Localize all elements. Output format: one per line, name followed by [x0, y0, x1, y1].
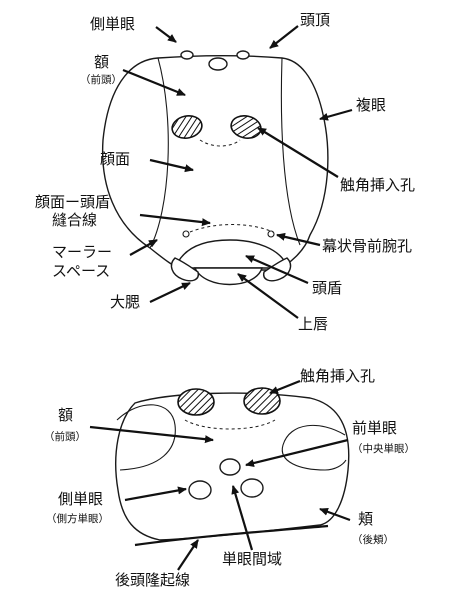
arrow-top-lateral-ocellus — [124, 486, 187, 502]
label-frons-sub: （前頭） — [80, 73, 122, 86]
label-malar-space-line2: スペース — [52, 262, 110, 280]
top-right-ocellus — [240, 478, 264, 498]
front-frons-dashline — [199, 139, 241, 147]
label-antennal-socket: 触角挿入孔 — [340, 176, 415, 194]
label-top-frons-sub: （前頭） — [44, 430, 86, 443]
arrow-top-occipital-carina — [177, 539, 199, 571]
front-left-mandible — [170, 257, 199, 282]
top-right-antennal-socket — [243, 387, 281, 415]
label-suture-line1: 顔面ー頭盾 — [35, 193, 110, 211]
arrow-top-antennal-socket — [269, 379, 301, 395]
arrow-top-gena — [319, 507, 351, 522]
top-occipital-carina — [134, 524, 329, 547]
label-top-interocellar-area: 単眼間域 — [222, 550, 282, 568]
front-labrum — [193, 267, 263, 286]
arrow-lateral-ocellus — [155, 26, 177, 43]
front-clypeal-suture — [189, 224, 274, 233]
front-right-ocellus — [236, 50, 250, 60]
arrow-top-frons — [89, 425, 214, 444]
label-top-lateral-ocellus: 側単眼 — [58, 490, 103, 508]
label-labrum: 上唇 — [298, 315, 328, 333]
arrow-top-interocellar-area — [231, 485, 254, 551]
label-vertex: 頭頂 — [300, 11, 330, 29]
front-right-eye — [280, 57, 301, 246]
arrow-mandible — [149, 282, 191, 303]
arrow-vertex — [269, 25, 299, 49]
front-left-ocellus — [180, 50, 194, 60]
front-arrows — [122, 25, 353, 319]
arrow-antennal-socket — [257, 127, 339, 178]
label-top-frons: 額 — [58, 406, 73, 424]
top-left-ocellus — [188, 480, 212, 500]
top-arrows — [89, 379, 351, 571]
front-left-eye — [149, 57, 169, 249]
arrow-clypeus — [245, 254, 309, 285]
top-left-antennal-socket — [177, 388, 215, 416]
label-top-lateral-ocellus-sub: （側方単眼） — [46, 512, 109, 525]
label-suture-line2: 縫合線 — [52, 211, 97, 229]
label-top-median-ocellus: 前単眼 — [352, 419, 397, 437]
top-view-head — [115, 387, 350, 547]
top-left-eye — [116, 404, 176, 471]
label-lateral-ocellus: 側単眼 — [90, 15, 135, 33]
label-mandible: 大腮 — [110, 293, 140, 311]
label-compound-eye: 複眼 — [356, 96, 386, 114]
arrow-compound-eye — [319, 108, 353, 121]
arrow-face — [149, 158, 194, 173]
top-right-eye — [281, 424, 347, 471]
arrow-top-median-ocellus — [245, 438, 349, 467]
front-view-head — [101, 50, 329, 286]
front-median-ocellus — [208, 57, 228, 71]
label-malar-space-line1: マーラー — [52, 243, 112, 261]
front-left-tentorial-pit — [182, 230, 190, 238]
arrow-malar-space — [129, 239, 158, 256]
arrow-frons — [122, 68, 186, 97]
label-frons: 額 — [94, 53, 109, 71]
label-tentorial-pit: 幕状骨前腕孔 — [322, 237, 412, 255]
top-labels: 触角挿入孔 額 （前頭） 前単眼 （中央単眼） 側単眼 （側方単眼） 頬 （後頬… — [44, 367, 415, 589]
label-top-antennal-socket: 触角挿入孔 — [300, 367, 375, 385]
label-top-gena: 頬 — [358, 510, 373, 528]
front-labels: 側単眼 頭頂 額 （前頭） 複眼 顔面 触角挿入孔 顔面ー頭盾 縫合線 幕状骨前… — [35, 11, 415, 333]
label-top-gena-sub: （後頬） — [352, 533, 394, 546]
label-clypeus: 頭盾 — [312, 279, 342, 297]
front-left-antennal-socket — [171, 114, 203, 140]
label-top-occipital-carina: 後頭隆起線 — [115, 571, 190, 589]
top-median-ocellus — [219, 458, 241, 476]
front-right-tentorial-pit — [267, 230, 275, 238]
arrow-labrum — [237, 273, 299, 319]
top-frons-dashline — [184, 419, 276, 430]
arrow-tentorial-pit — [276, 232, 321, 247]
label-top-median-ocellus-sub: （中央単眼） — [352, 442, 415, 455]
label-face: 顔面 — [100, 150, 130, 168]
arrow-suture — [139, 213, 211, 227]
